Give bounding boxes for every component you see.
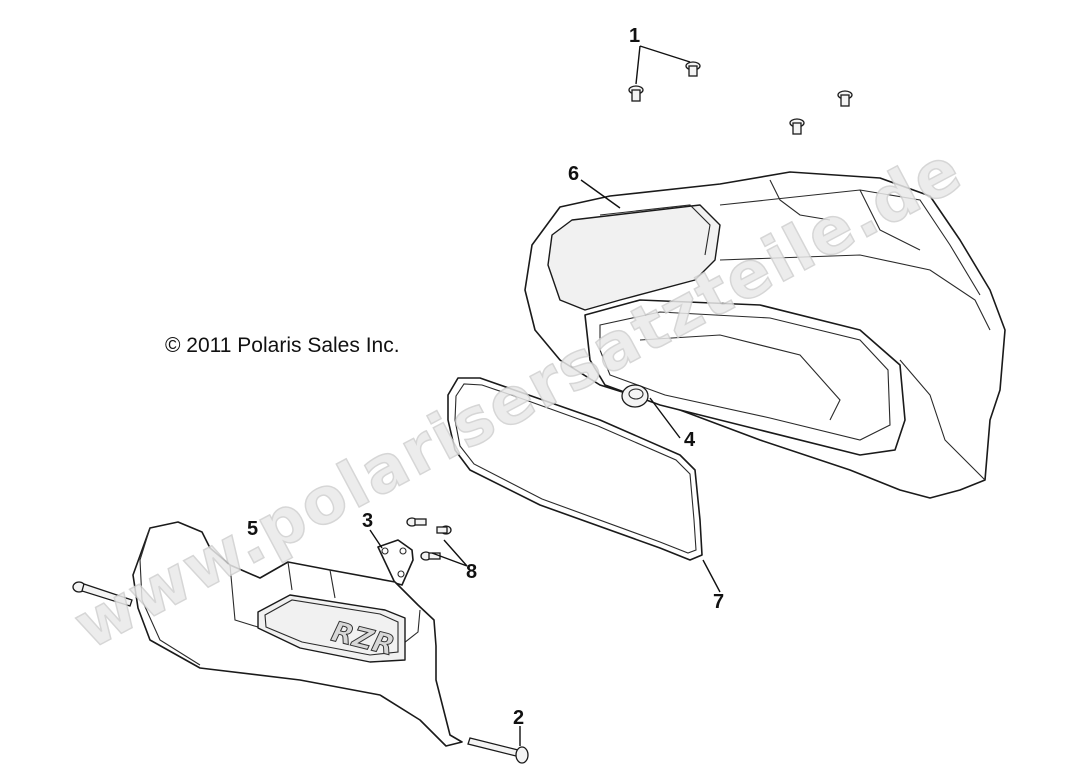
- screw-1a: [685, 61, 701, 77]
- callout-6: 6: [568, 163, 579, 185]
- hinge-pin-left: [72, 581, 133, 607]
- screw-1c: [837, 90, 853, 107]
- door-seal: [447, 377, 703, 561]
- screws-item-8: [406, 517, 452, 561]
- callout-2: 2: [513, 707, 524, 729]
- screw-1d: [789, 118, 805, 135]
- callout-3: 3: [362, 510, 373, 532]
- pin-item-2: [467, 737, 529, 764]
- callout-7: 7: [713, 591, 724, 613]
- callout-5: 5: [247, 518, 258, 540]
- glove-box-door: RZR: [132, 521, 463, 747]
- screw-1b: [628, 85, 644, 102]
- callout-1: 1: [629, 25, 640, 47]
- glove-box-housing: [524, 171, 1006, 499]
- copyright-notice: © 2011 Polaris Sales Inc.: [165, 334, 400, 357]
- callout-4: 4: [684, 429, 696, 451]
- leader-lines: [369, 45, 721, 746]
- hinge-plate: [377, 539, 414, 586]
- callout-8: 8: [466, 561, 477, 583]
- bumper-item-4: [621, 384, 649, 408]
